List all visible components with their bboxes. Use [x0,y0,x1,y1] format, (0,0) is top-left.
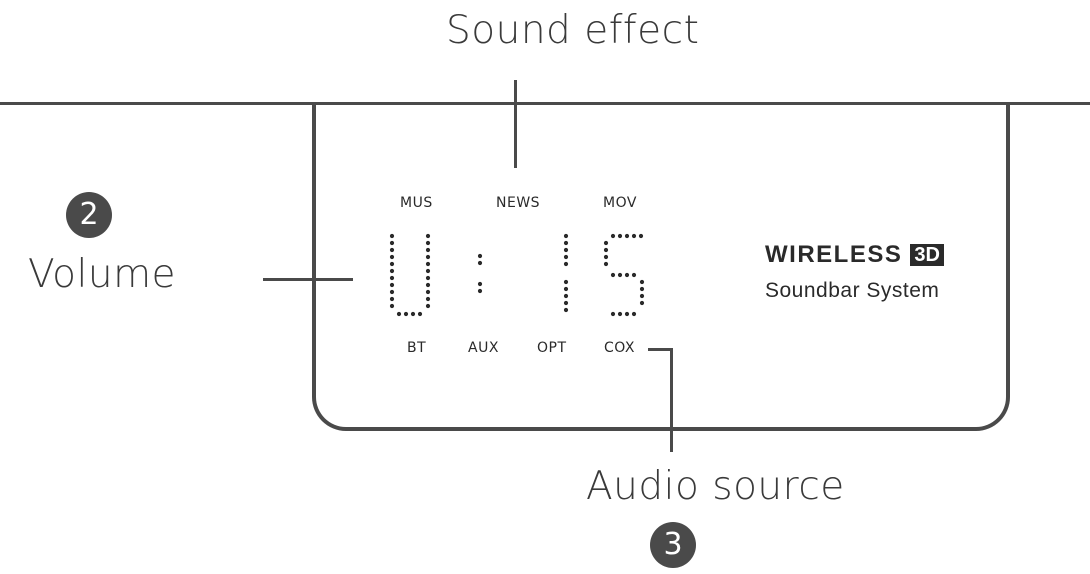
readout-dot [603,261,609,267]
readout-dot [563,233,569,239]
readout-dot [624,272,630,278]
readout-dot [477,288,483,294]
indicator-bt: BT [407,340,427,356]
readout-dot [403,311,409,317]
readout-dot [603,254,609,260]
readout-dot [389,247,395,253]
readout-dot [389,275,395,281]
volume-label: Volume [28,252,177,297]
readout-dot [603,247,609,253]
audio-source-badge: 3 [650,522,696,568]
readout-dot [389,254,395,260]
readout-dot [410,311,416,317]
readout-dot [631,311,637,317]
indicator-mov: MOV [603,195,637,211]
readout-dot [425,282,431,288]
readout-dot [624,311,630,317]
readout-dot [639,286,645,292]
dot-matrix-readout [389,233,645,317]
sound-effect-label: Sound effect [446,8,700,53]
readout-dot [477,260,483,266]
readout-dot [563,254,569,260]
readout-dot [624,233,630,239]
readout-dot [563,240,569,246]
readout-dot [389,303,395,309]
readout-dot [563,286,569,292]
readout-dot [610,272,616,278]
readout-dot [563,307,569,313]
brand-soundbar-system: Soundbar System [765,279,940,302]
readout-dot [425,296,431,302]
readout-dot [563,247,569,253]
readout-dot [389,261,395,267]
readout-dot [610,233,616,239]
sound-effect-leader [514,80,517,168]
indicator-aux: AUX [468,340,499,356]
indicator-news: NEWS [496,195,541,211]
volume-badge: 2 [66,192,112,238]
readout-dot [603,240,609,246]
readout-dot [389,240,395,246]
readout-dot [425,303,431,309]
readout-dot [563,300,569,306]
readout-dot [639,300,645,306]
readout-dot [389,289,395,295]
brand-3d-badge: 3D [910,244,944,266]
readout-dot [617,311,623,317]
indicator-mus: MUS [400,195,433,211]
readout-dot [425,268,431,274]
readout-dot [425,233,431,239]
readout-dot [631,233,637,239]
readout-dot [617,272,623,278]
readout-dot [396,311,402,317]
readout-dot [425,289,431,295]
brand-wireless: WIRELESS 3D [765,241,944,269]
readout-dot [425,240,431,246]
readout-dot [389,282,395,288]
top-edge-line [0,102,1090,105]
volume-leader [263,278,353,281]
readout-dot [610,311,616,317]
audio-source-label: Audio source [586,464,845,509]
readout-dot [417,311,423,317]
readout-dot [389,268,395,274]
readout-dot [631,272,637,278]
audio-source-leader-h [648,348,673,351]
readout-dot [639,293,645,299]
readout-dot [563,261,569,267]
audio-source-leader-v [670,348,673,452]
indicator-cox: COX [604,340,635,356]
readout-dot [425,247,431,253]
display-panel [312,103,1010,431]
readout-dot [563,293,569,299]
readout-dot [425,261,431,267]
readout-dot [638,233,644,239]
brand-wireless-text: WIRELESS [765,241,903,268]
readout-dot [563,279,569,285]
indicator-opt: OPT [537,340,567,356]
readout-dot [425,254,431,260]
readout-dot [617,233,623,239]
readout-dot [477,281,483,287]
readout-dot [639,279,645,285]
readout-dot [389,233,395,239]
readout-dot [477,253,483,259]
readout-dot [389,296,395,302]
readout-dot [425,275,431,281]
